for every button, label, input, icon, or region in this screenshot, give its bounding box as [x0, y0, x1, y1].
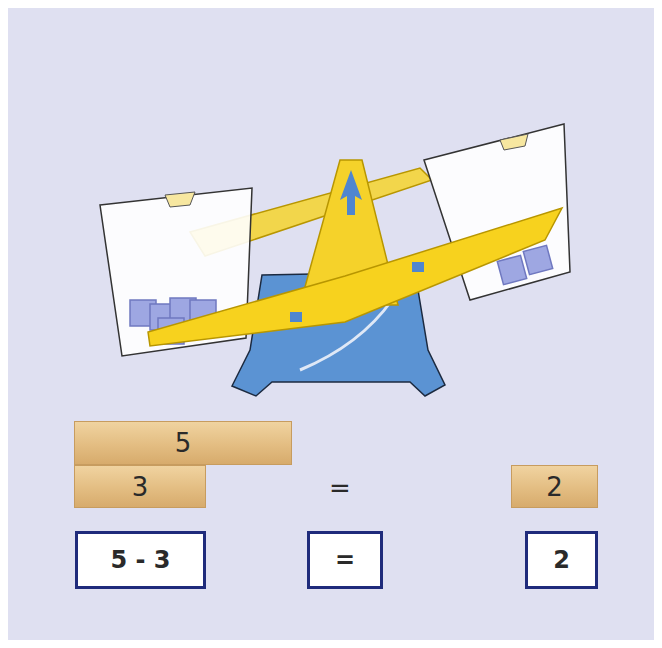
pointer-arrow	[340, 170, 362, 215]
equation-box: =	[307, 531, 383, 589]
wooden-bar: 3	[74, 465, 206, 508]
beam-clip	[412, 262, 424, 272]
node-text: 5	[175, 428, 192, 458]
node-text: 3	[132, 472, 149, 502]
beam-clip	[290, 312, 302, 322]
right-hook	[500, 134, 528, 150]
wooden-bar: 2	[511, 465, 598, 508]
equals-sign: =	[320, 470, 360, 506]
node-text: 5 - 3	[110, 546, 170, 574]
equation-box: 5 - 3	[75, 531, 206, 589]
left-hook	[165, 192, 195, 207]
node-text: =	[335, 546, 355, 574]
node-text: 2	[553, 546, 570, 574]
wooden-bar: 5	[74, 421, 292, 465]
node-text: 2	[546, 472, 563, 502]
background-panel: 53 2 5 - 3 = 2 =	[8, 8, 654, 640]
front-beam	[148, 208, 562, 346]
equation-box: 2	[525, 531, 598, 589]
